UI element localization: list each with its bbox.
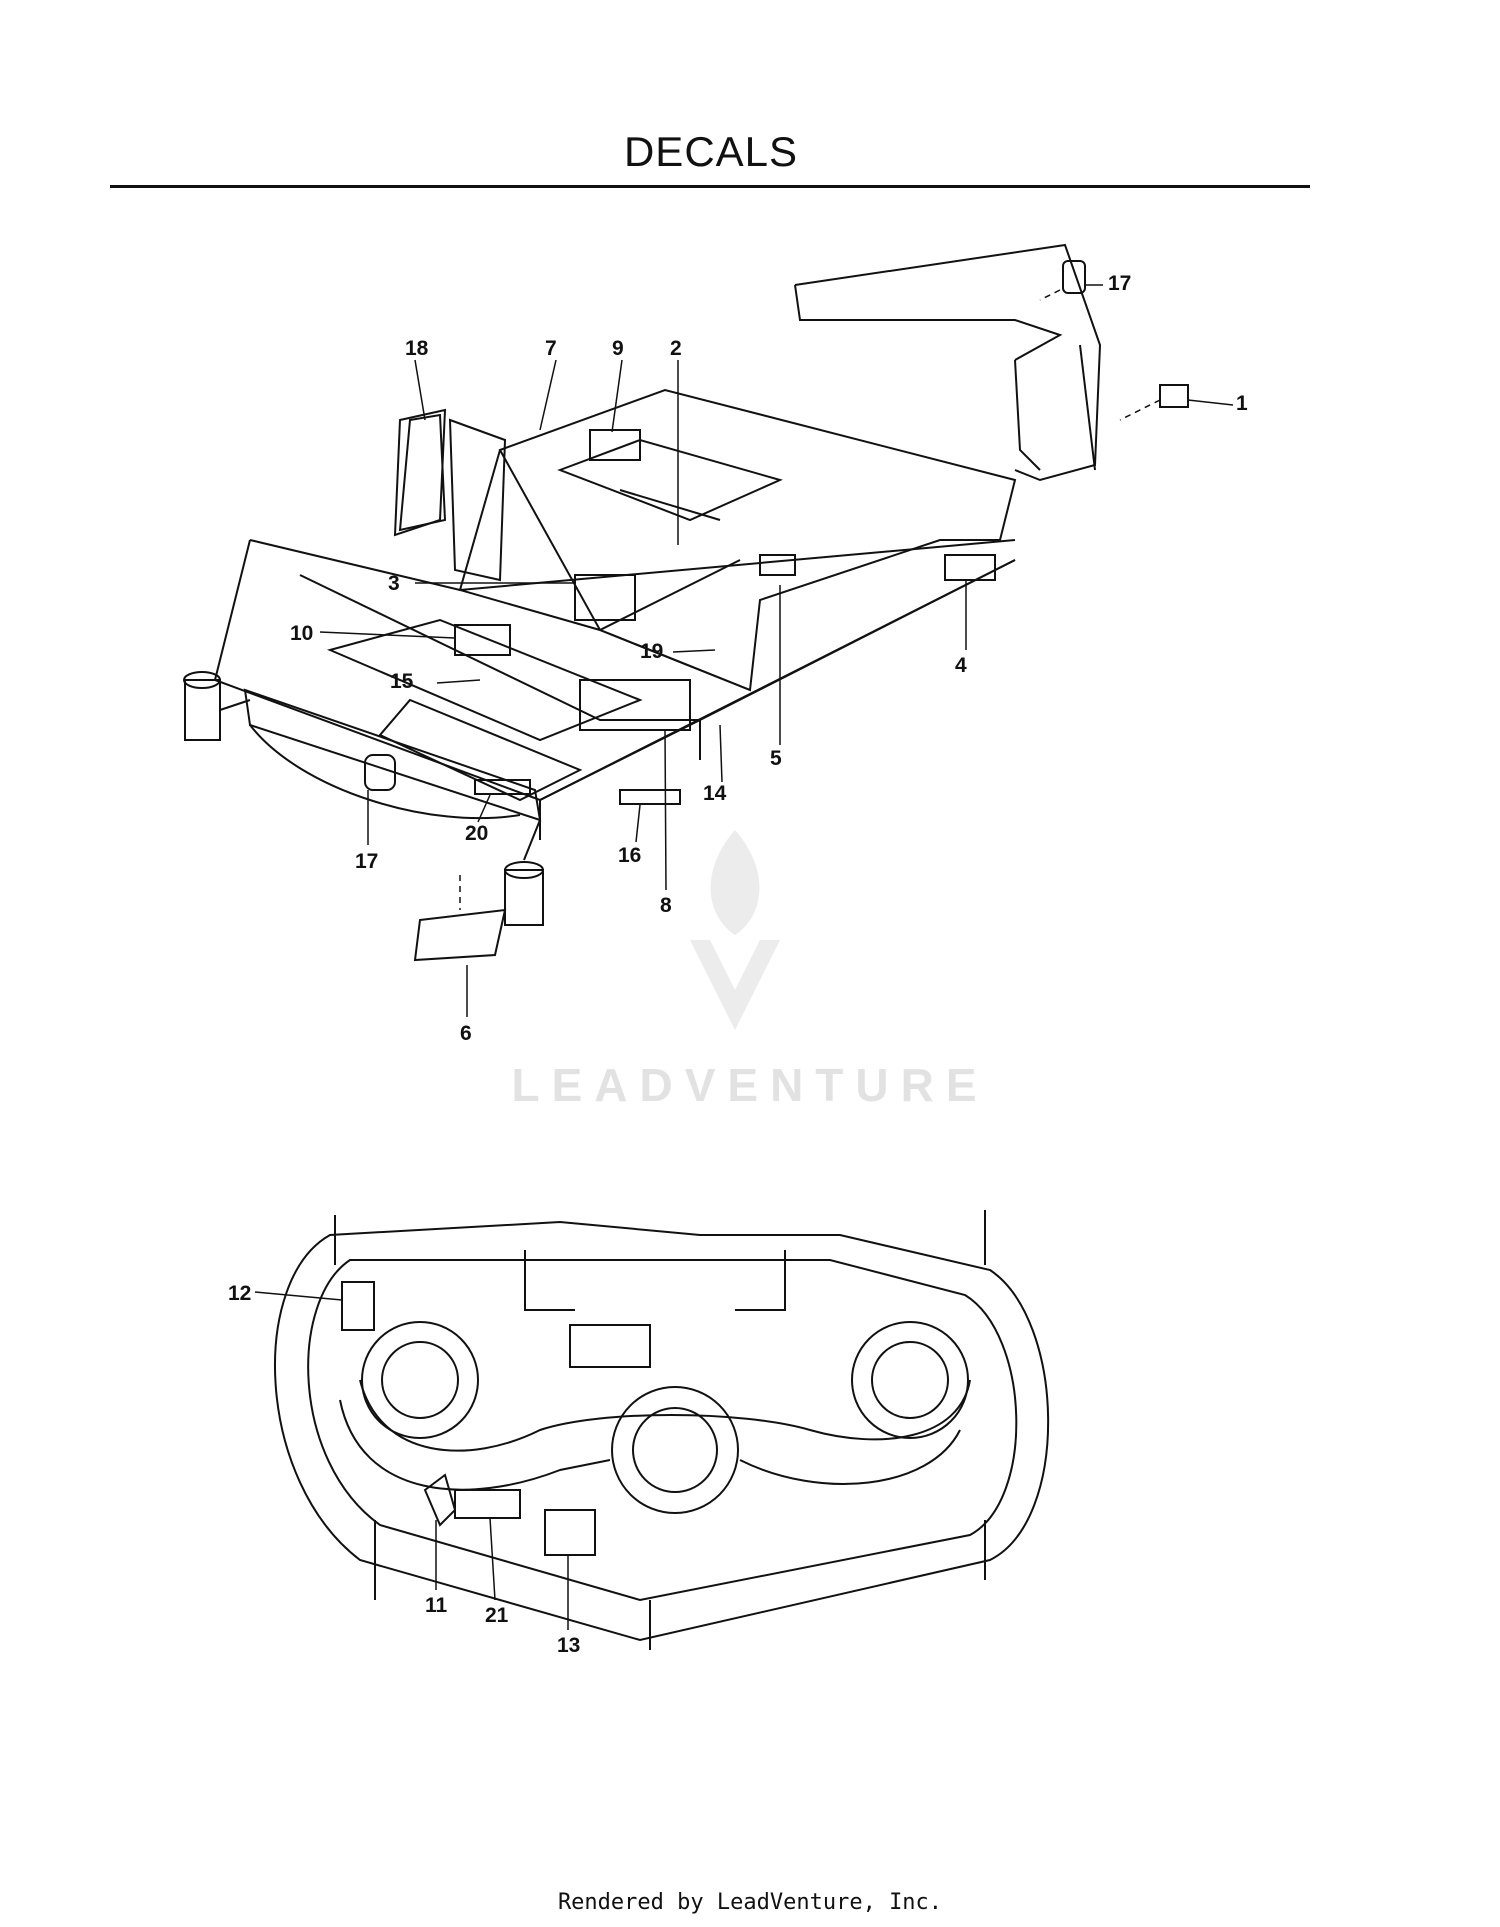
callout-2: 2	[670, 337, 682, 360]
callout-20: 20	[465, 822, 488, 845]
decal-16	[619, 789, 681, 805]
decal-11	[423, 1473, 457, 1527]
decal-18	[398, 413, 447, 532]
decal-21	[454, 1489, 521, 1519]
callout-21: 21	[485, 1604, 509, 1627]
leader-lines-upper	[319, 284, 1234, 1017]
decal-5	[759, 554, 796, 576]
callout-18: 18	[405, 337, 429, 360]
callout-11: 11	[425, 1594, 448, 1617]
callout-9: 9	[612, 337, 624, 360]
title-rule	[110, 185, 1310, 188]
callout-12: 12	[228, 1282, 251, 1305]
decal-9	[589, 429, 641, 461]
decal-14	[579, 679, 691, 731]
callout-19: 19	[640, 640, 663, 663]
callout-13: 13	[557, 1634, 580, 1657]
decal-shapes-lower	[341, 1281, 596, 1556]
decal-4	[944, 554, 996, 581]
mower-deck-drawing	[274, 1210, 1050, 1650]
callout-6: 6	[460, 1022, 472, 1045]
decal-20	[474, 779, 531, 795]
callout-7: 7	[545, 337, 557, 360]
callout-14: 14	[703, 782, 727, 805]
decal-10	[454, 624, 511, 656]
logo-decal-rear	[1062, 260, 1086, 294]
logo-decal-front	[364, 754, 396, 791]
leader-lines-lower	[254, 1291, 569, 1630]
callout-8: 8	[660, 894, 672, 917]
decal-shapes-upper	[364, 260, 1189, 962]
page-title: DECALS	[623, 128, 799, 175]
footer-credit: Rendered by LeadVenture, Inc.	[557, 1890, 943, 1915]
decal-1	[1159, 384, 1189, 408]
decal-6	[413, 908, 507, 962]
callout-4: 4	[955, 654, 967, 677]
callout-17-front: 17	[355, 850, 378, 873]
decal-3	[574, 574, 636, 621]
callout-17-rear: 17	[1108, 272, 1131, 295]
callout-15: 15	[390, 670, 414, 693]
callout-10: 10	[290, 622, 313, 645]
decal-13	[544, 1509, 596, 1556]
decal-12	[341, 1281, 375, 1331]
watermark-text: LEADVENTURE	[511, 1059, 989, 1111]
callout-16: 16	[618, 844, 641, 867]
callout-1: 1	[1236, 392, 1248, 415]
watermark-logo	[690, 830, 780, 1030]
mower-frame-drawing	[183, 243, 1102, 926]
callout-5: 5	[770, 747, 782, 770]
callout-3: 3	[388, 572, 400, 595]
